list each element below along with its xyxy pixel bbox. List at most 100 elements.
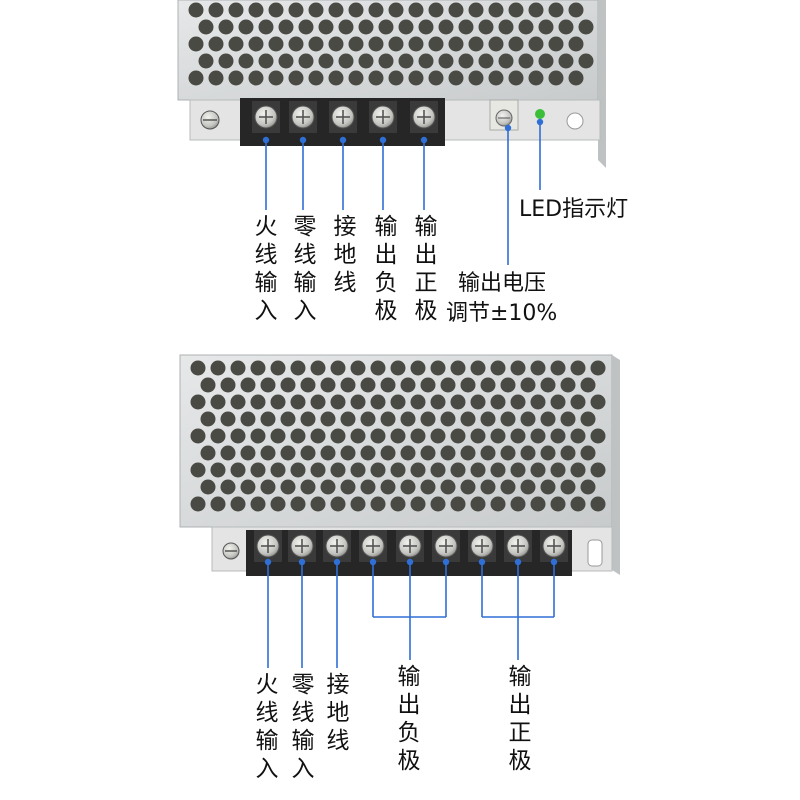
bottom-power-supply [179,354,620,576]
vent-hole [228,36,244,52]
vent-hole [308,36,324,52]
vent-hole [520,479,536,495]
vent-hole [500,411,516,427]
vent-hole [458,19,474,35]
vent-hole [290,496,306,512]
vent-hole [358,53,374,69]
callout-dot [406,558,414,566]
vent-hole [540,445,556,461]
vent-hole [550,496,566,512]
vent-hole [398,19,414,35]
vent-hole [210,394,226,410]
vent-hole [468,70,484,86]
vent-hole [480,411,496,427]
vent-hole [438,19,454,35]
callout-dot [264,558,272,566]
vent-hole [188,36,204,52]
vent-hole [400,479,416,495]
vent-hole [220,377,236,393]
vent-hole [298,53,314,69]
vent-hole [490,360,506,376]
vent-hole [340,445,356,461]
vent-hole [550,462,566,478]
vent-hole [328,70,344,86]
vent-hole [208,2,224,18]
vent-hole [428,70,444,86]
vent-hole [450,360,466,376]
vent-hole [548,70,564,86]
vent-hole [408,70,424,86]
vent-hole [460,479,476,495]
bottom-chassis-side-flange [612,355,620,575]
vent-hole [440,445,456,461]
vent-hole [480,377,496,393]
vent-hole [500,445,516,461]
vent-hole [270,462,286,478]
vent-hole [350,462,366,478]
vent-hole [360,445,376,461]
vent-hole [280,411,296,427]
vent-hole [260,411,276,427]
callout-dot [299,136,307,144]
vent-hole [270,428,286,444]
vent-hole [250,462,266,478]
vent-hole [580,411,596,427]
callout-dot [339,136,347,144]
vent-hole [480,445,496,461]
vent-hole [490,428,506,444]
vent-hole [210,360,226,376]
bottom-ventilation-holes [190,360,606,512]
vent-hole [468,36,484,52]
top-bracket-hole [566,112,584,130]
vent-hole [288,70,304,86]
vent-hole [268,2,284,18]
vent-hole [360,479,376,495]
vent-hole [570,496,586,512]
vent-hole [500,377,516,393]
vent-hole [280,479,296,495]
vent-hole [268,70,284,86]
vent-hole [508,36,524,52]
bottom-label-output-positive: 输出正极 [509,664,532,774]
vent-hole [240,445,256,461]
vent-hole [590,360,606,376]
top-label-voltage-adjust-1: 输出电压 [458,271,546,296]
vent-hole [368,36,384,52]
vent-hole [350,360,366,376]
vent-hole [530,496,546,512]
vent-hole [538,53,554,69]
vent-hole [190,462,206,478]
vent-hole [300,479,316,495]
vent-hole [410,360,426,376]
vent-hole [330,360,346,376]
top-label-output-negative: 输出负极 [375,214,398,324]
vent-hole [320,377,336,393]
vent-hole [570,428,586,444]
vent-hole [238,19,254,35]
vent-hole [228,2,244,18]
vent-hole [350,428,366,444]
vent-hole [518,53,534,69]
vent-hole [370,428,386,444]
vent-hole [320,411,336,427]
vent-hole [440,377,456,393]
top-callout-lines [262,118,544,265]
vent-hole [580,479,596,495]
vent-hole [498,19,514,35]
vent-hole [378,19,394,35]
vent-hole [250,428,266,444]
vent-hole [438,53,454,69]
vent-hole [190,394,206,410]
vent-hole [340,479,356,495]
vent-hole [208,70,224,86]
vent-hole [420,411,436,427]
vent-hole [238,53,254,69]
vent-hole [470,462,486,478]
vent-hole [550,428,566,444]
vent-hole [300,445,316,461]
vent-hole [380,377,396,393]
vent-hole [560,445,576,461]
vent-hole [540,411,556,427]
vent-hole [418,53,434,69]
